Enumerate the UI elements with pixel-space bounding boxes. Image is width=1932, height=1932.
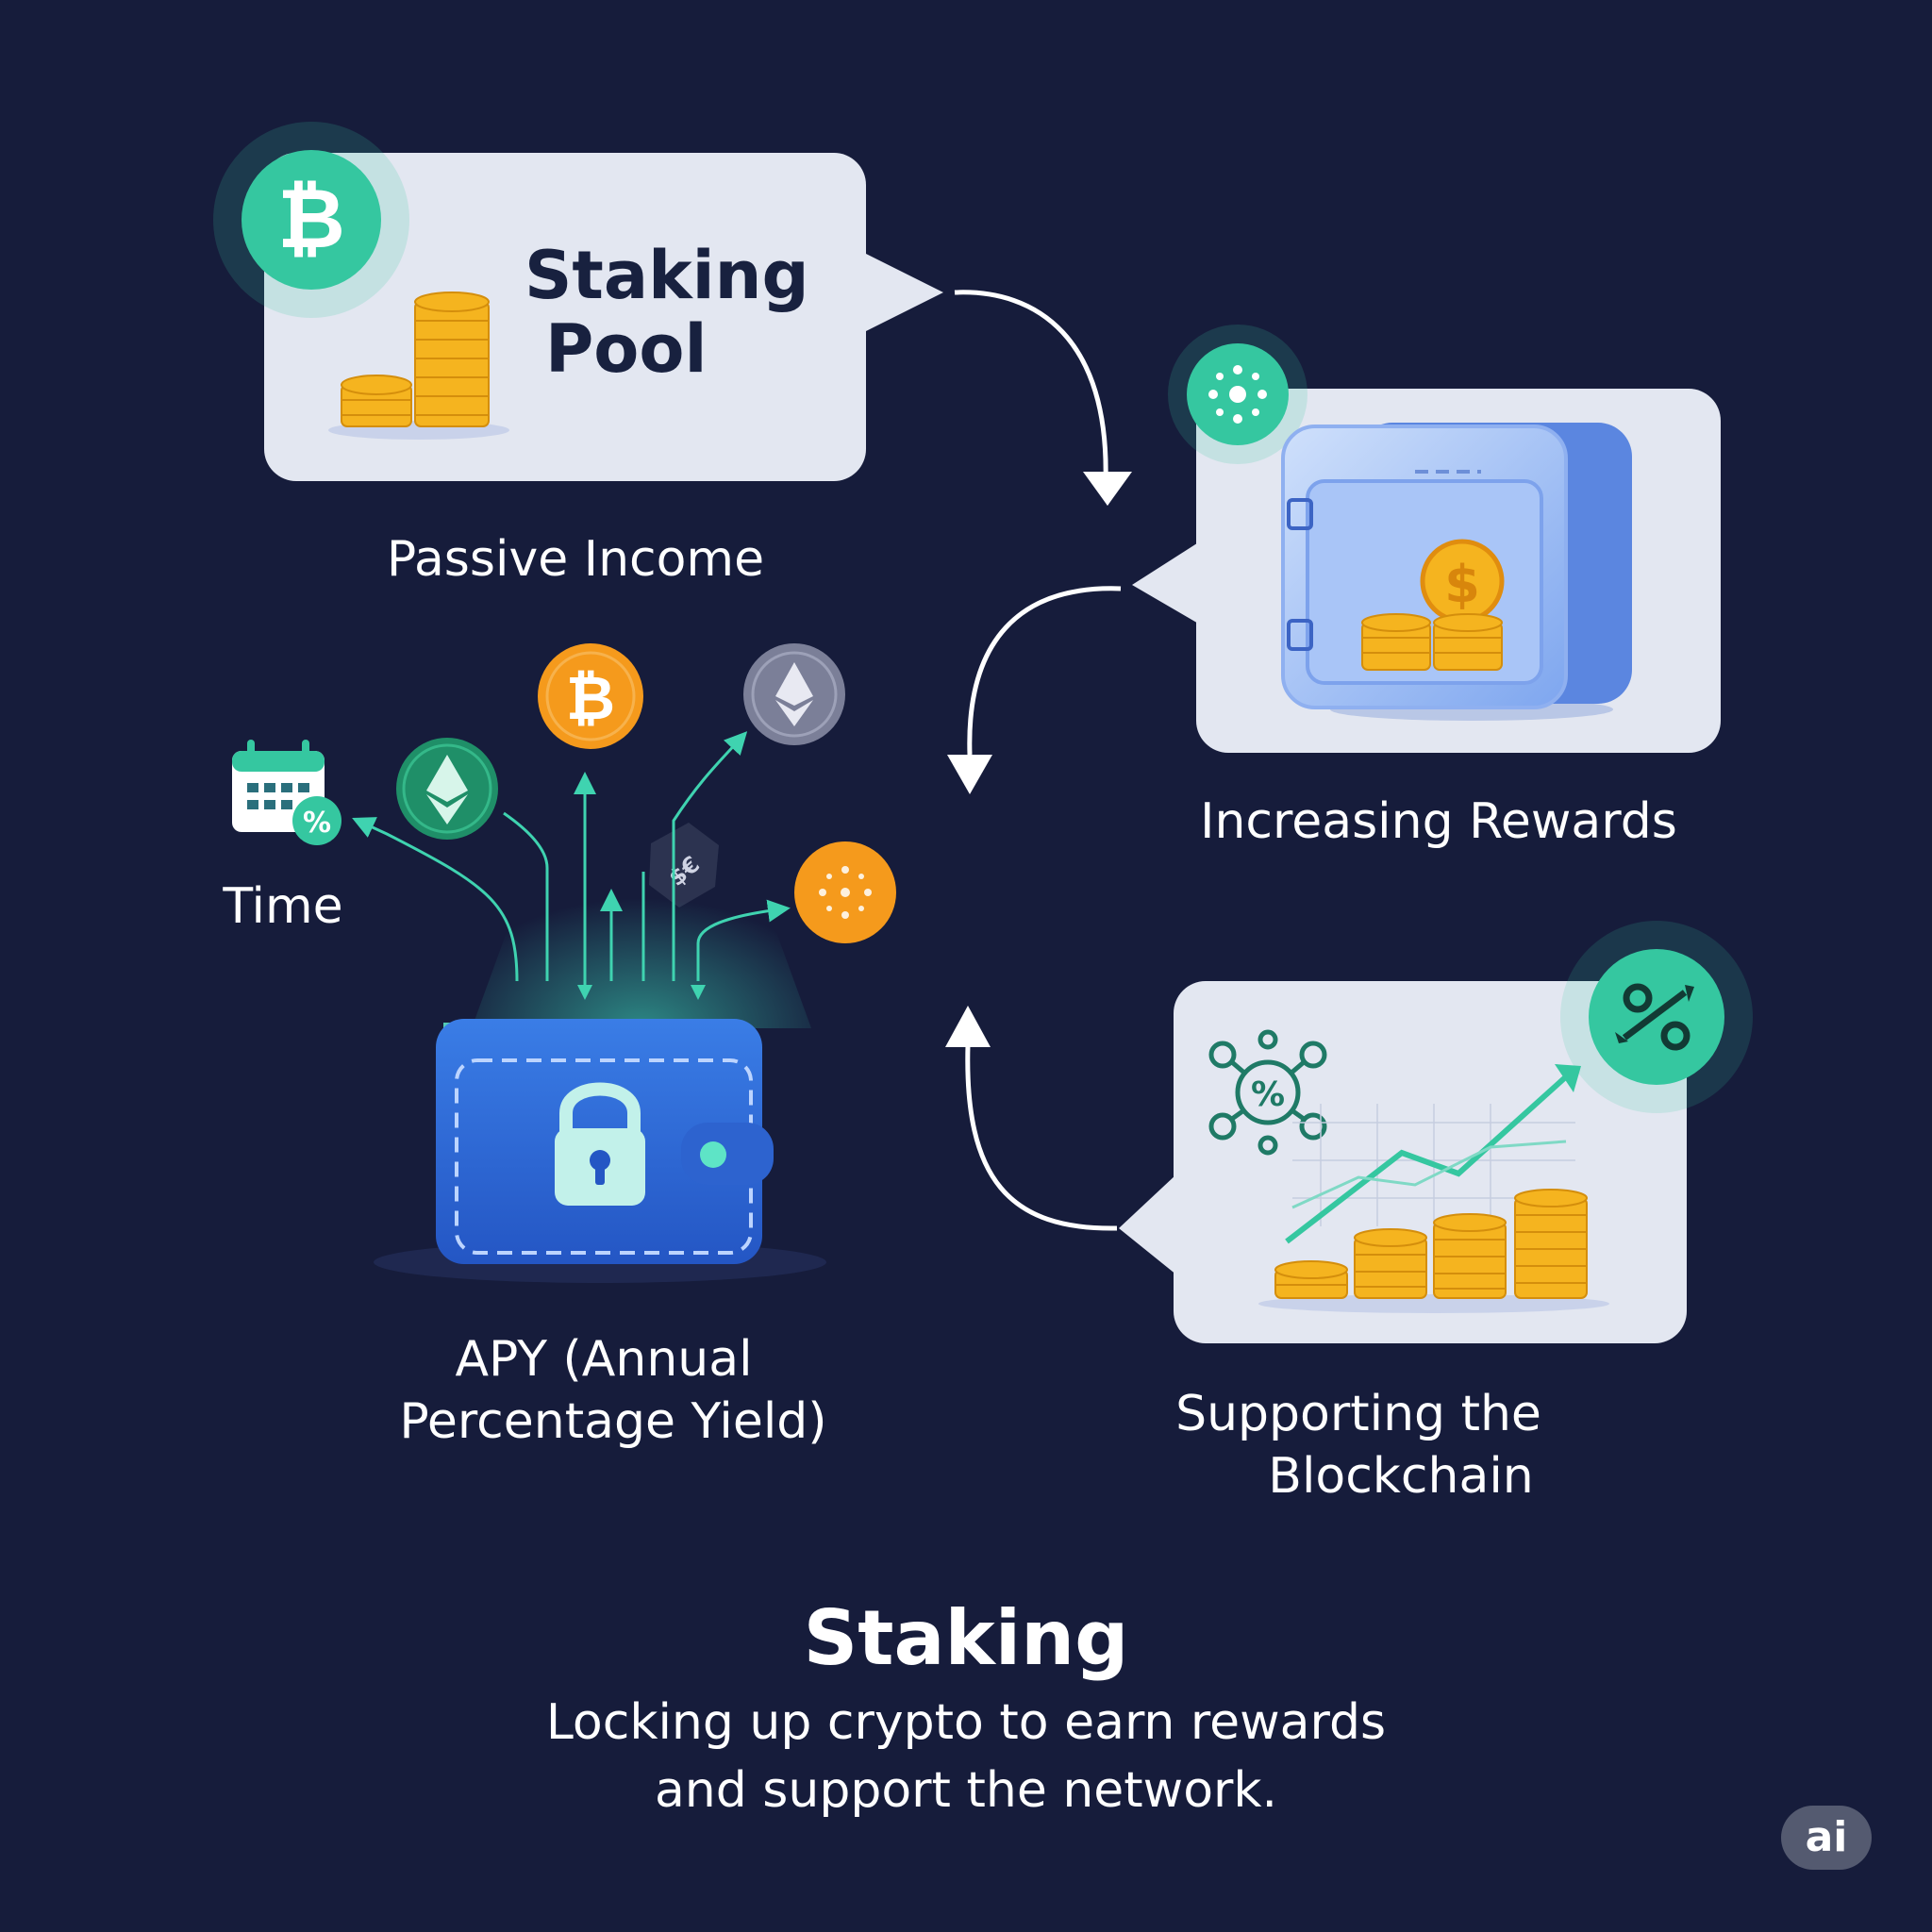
apy-label-line2: Percentage Yield) xyxy=(399,1393,827,1450)
passive-income-label: Passive Income xyxy=(386,531,765,588)
svg-text:$: $ xyxy=(1444,555,1480,614)
svg-text:%: % xyxy=(303,807,331,840)
network-icon xyxy=(1168,325,1307,464)
apy-label-line1: APY (Annual xyxy=(455,1331,753,1388)
dollar-coin-icon: $ xyxy=(1361,539,1505,671)
wallet-glow xyxy=(472,811,811,1028)
bitcoin-icon: ₿ xyxy=(213,122,409,318)
svg-text:₿: ₿ xyxy=(566,664,615,734)
staking-pool-title-line2: Pool xyxy=(545,310,708,388)
ai-badge: ai xyxy=(1781,1806,1872,1870)
subtitle-line1: Locking up crypto to earn rewards xyxy=(545,1694,1387,1751)
subtitle: Locking up crypto to earn rewards and su… xyxy=(0,1689,1932,1824)
subtitle-line2: and support the network. xyxy=(654,1762,1278,1819)
bitcoin-coin-icon: ₿ xyxy=(538,643,643,749)
percent-glyph: % xyxy=(1251,1075,1285,1114)
supporting-label-line2: Blockchain xyxy=(1268,1448,1534,1505)
increasing-rewards-label: Increasing Rewards xyxy=(1200,793,1677,850)
arrow-pool-to-rewards xyxy=(954,290,1108,482)
data-streams xyxy=(352,731,791,985)
rewards-card-tail xyxy=(1132,541,1200,625)
staking-pool-title-line1: Staking xyxy=(525,237,809,314)
ethereum-icon xyxy=(396,738,498,840)
ethereum-gray-icon xyxy=(743,643,845,745)
time-label: Time xyxy=(223,878,343,935)
svg-text:₿: ₿ xyxy=(277,170,345,267)
calendar-percent-icon: % xyxy=(232,740,341,845)
coin-stack-icon xyxy=(328,291,509,440)
token-icon xyxy=(794,841,896,943)
arrow-rewards-to-apy xyxy=(967,586,1122,756)
main-title: Staking xyxy=(803,1594,1129,1682)
support-card-tail xyxy=(1119,1174,1177,1275)
pool-card-tail xyxy=(864,253,943,332)
lock-icon xyxy=(555,1082,645,1206)
arrow-support-to-rewards xyxy=(965,1044,1118,1231)
supporting-label-line1: Supporting the xyxy=(1175,1386,1541,1442)
arrows-icon xyxy=(1560,921,1753,1113)
growth-chart-icon xyxy=(1258,1064,1609,1313)
percent-network-icon xyxy=(1208,1029,1327,1156)
